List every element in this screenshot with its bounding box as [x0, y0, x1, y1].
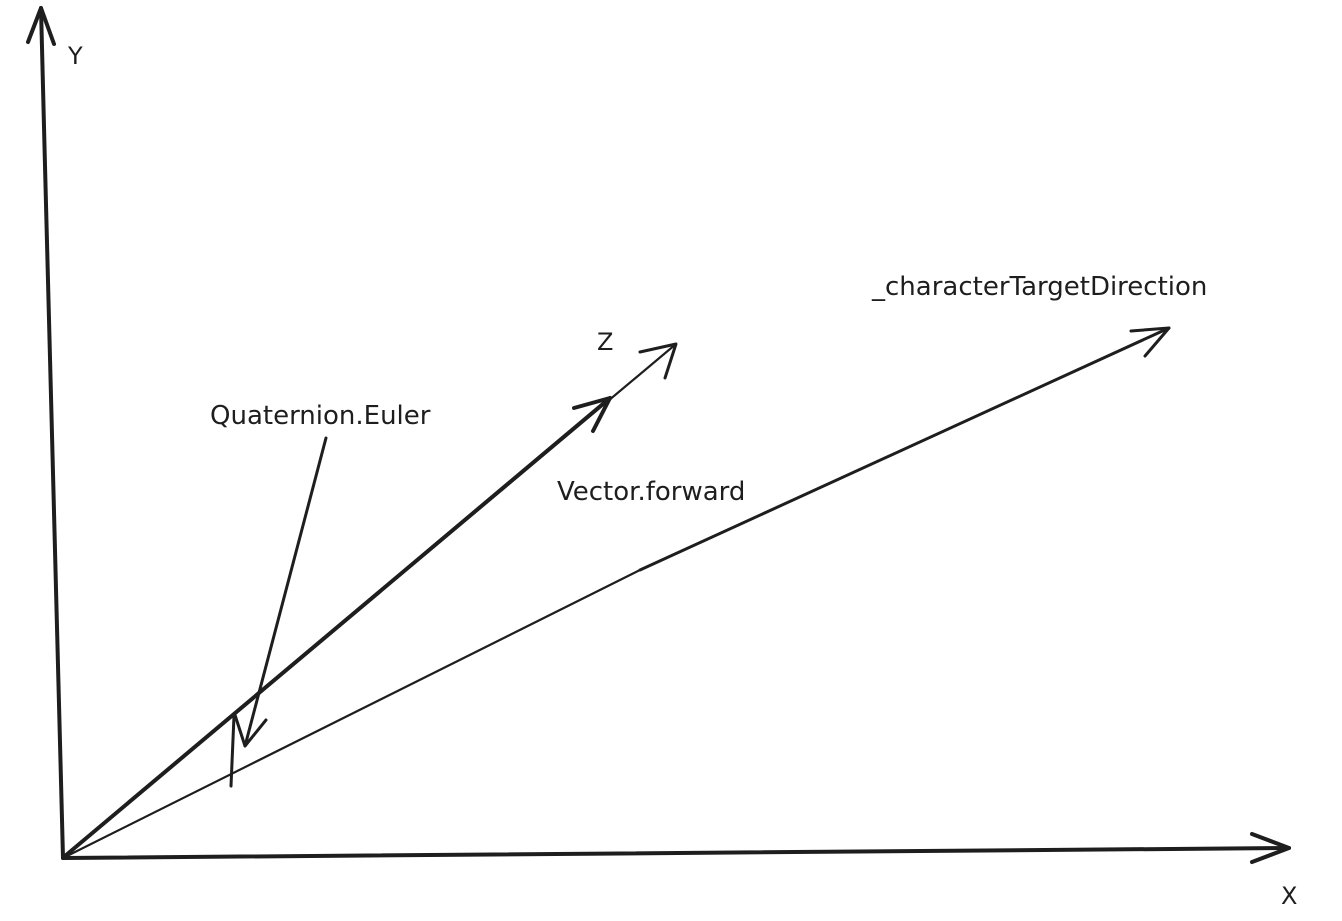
vector-forward-label: Vector.forward [557, 477, 745, 507]
x-axis: X [61, 832, 1297, 910]
z-axis-label: Z [597, 328, 613, 356]
target-direction-line [638, 326, 1171, 572]
x-axis-line [61, 846, 1291, 860]
y-axis-line [39, 6, 65, 860]
quaternion-pointer-arrowhead [233, 713, 268, 748]
y-axis: Y [26, 6, 83, 860]
x-axis-label: X [1281, 882, 1297, 910]
vector-forward-arrowhead [572, 396, 612, 433]
target-direction-line-thin [61, 568, 642, 860]
angle-tick [229, 714, 236, 788]
x-axis-arrowhead [1250, 832, 1291, 864]
target-direction-label: _characterTargetDirection [871, 272, 1207, 302]
quaternion-pointer: Quaternion.Euler [210, 401, 431, 788]
y-axis-label: Y [67, 42, 83, 70]
z-axis-arrowhead [638, 342, 678, 380]
target-direction-arrow: _characterTargetDirection [61, 272, 1207, 860]
vector-forward-arrow: Vector.forward [63, 396, 745, 858]
vector-forward-line [63, 396, 612, 858]
quaternion-label: Quaternion.Euler [210, 401, 431, 431]
target-direction-arrowhead [1129, 326, 1171, 358]
y-axis-arrowhead [26, 6, 56, 46]
quaternion-pointer-line [243, 436, 328, 748]
